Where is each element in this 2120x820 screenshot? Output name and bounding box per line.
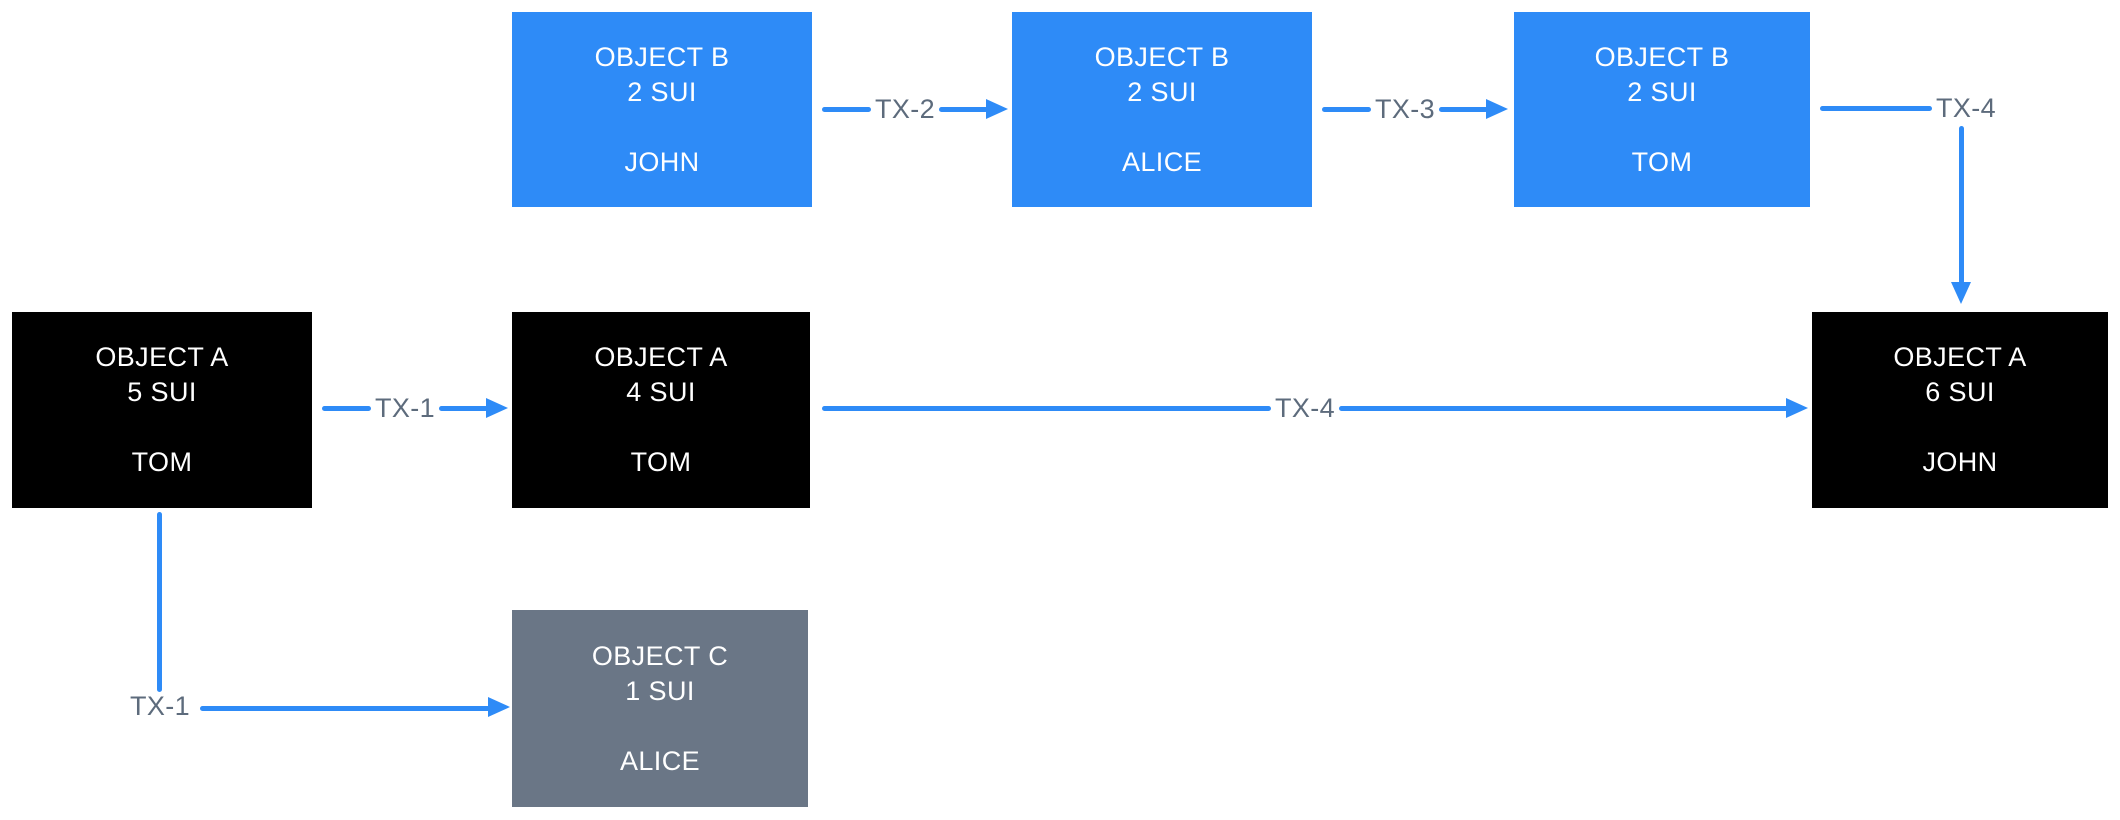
node-amount: 2 SUI [627, 76, 697, 107]
arrow-line [822, 405, 1271, 411]
node-owner: TOM [630, 447, 692, 477]
tx-label: TX-3 [1374, 93, 1436, 124]
arrow-line [822, 106, 871, 112]
arrow-line [1339, 405, 1789, 411]
arrow-line [1439, 106, 1489, 112]
node-owner: ALICE [619, 745, 701, 776]
arrowhead-right-icon [1786, 398, 1809, 418]
node-object-b-alice: OBJECT B 2 SUI ALICE [1012, 12, 1312, 207]
arrow-line [439, 405, 489, 411]
node-owner: TOM [131, 447, 193, 477]
arrow-line [1820, 106, 1932, 111]
arrowhead-right-icon [486, 398, 509, 418]
node-title: OBJECT B [1094, 41, 1230, 72]
node-object-a-5sui-tom: OBJECT A 5 SUI TOM [12, 312, 312, 508]
node-owner: ALICE [1121, 146, 1203, 177]
node-owner: TOM [1631, 146, 1693, 177]
node-amount: 5 SUI [127, 377, 197, 407]
node-title: OBJECT A [1893, 342, 2027, 372]
arrowhead-right-icon [1486, 99, 1509, 119]
node-amount: 2 SUI [1627, 76, 1697, 107]
tx-label: TX-4 [1274, 392, 1336, 423]
node-object-c-alice: OBJECT C 1 SUI ALICE [512, 610, 808, 807]
node-amount: 6 SUI [1925, 377, 1995, 407]
arrow-line [200, 706, 490, 711]
node-object-a-6sui-john: OBJECT A 6 SUI JOHN [1812, 312, 2108, 508]
arrow-line [1322, 106, 1371, 112]
node-title: OBJECT B [594, 41, 730, 72]
arrow-line [1959, 126, 1964, 284]
node-owner: JOHN [624, 146, 700, 177]
arrowhead-right-icon [986, 99, 1009, 119]
node-title: OBJECT A [594, 342, 728, 372]
node-title: OBJECT B [1594, 41, 1730, 72]
arrowhead-down-icon [1951, 282, 1971, 304]
edge-tx2-object-b: TX-2 [822, 93, 1009, 124]
edge-tx1-object-a: TX-1 [322, 392, 509, 423]
arrowhead-right-icon [488, 697, 510, 717]
edge-tx4-from-object-a: TX-4 [822, 392, 1809, 423]
node-object-b-tom: OBJECT B 2 SUI TOM [1514, 12, 1810, 207]
node-title: OBJECT C [591, 640, 729, 671]
node-object-b-john: OBJECT B 2 SUI JOHN [512, 12, 812, 207]
tx-label: TX-1 [129, 690, 191, 721]
node-amount: 1 SUI [625, 675, 695, 706]
node-amount: 2 SUI [1127, 76, 1197, 107]
node-object-a-4sui-tom: OBJECT A 4 SUI TOM [512, 312, 810, 508]
edge-tx3-object-b: TX-3 [1322, 93, 1509, 124]
tx-label: TX-1 [374, 392, 436, 423]
node-owner: JOHN [1922, 447, 1998, 477]
arrow-line [157, 512, 162, 692]
arrow-line [322, 405, 371, 411]
node-amount: 4 SUI [626, 377, 696, 407]
tx-label: TX-4 [1935, 92, 1997, 123]
arrow-line [939, 106, 989, 112]
tx-label: TX-2 [874, 93, 936, 124]
node-title: OBJECT A [95, 342, 229, 372]
